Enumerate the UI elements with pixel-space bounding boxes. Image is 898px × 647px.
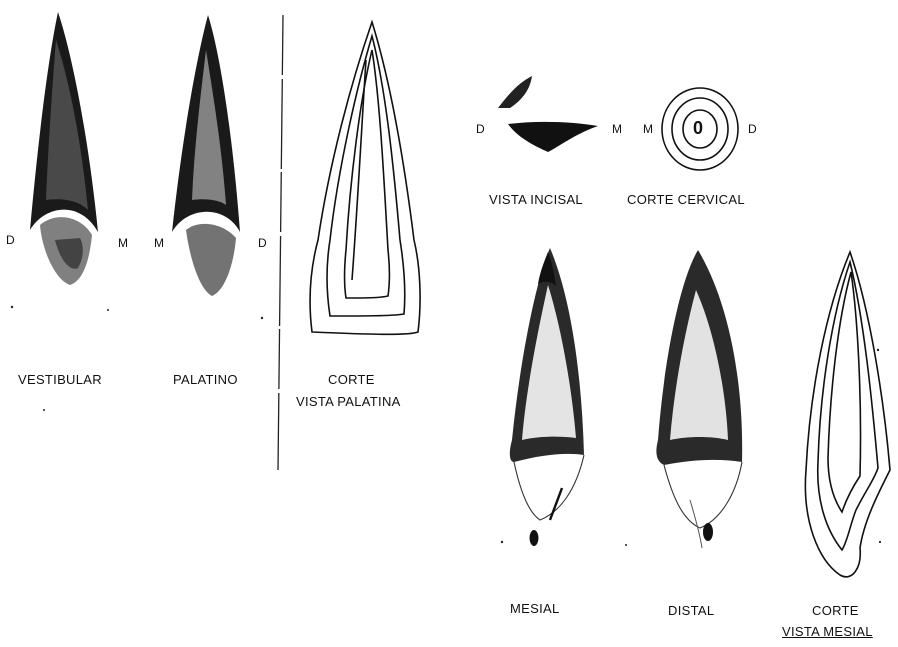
vestibular-mesial-marker: M	[118, 236, 128, 250]
distal-tooth	[656, 250, 742, 548]
corte-mesial-outline	[805, 252, 890, 577]
caption-vestibular: VESTIBULAR	[18, 372, 102, 387]
palatino-tooth	[172, 15, 240, 296]
scan-specks	[11, 306, 881, 546]
caption-corte-mesial-2: VISTA MESIAL	[782, 624, 873, 639]
vestibular-distal-marker: D	[6, 233, 15, 247]
vestibular-tooth	[30, 12, 98, 285]
incisal-mesial-marker: M	[612, 122, 622, 136]
caption-corte-palatina-2: VISTA PALATINA	[296, 394, 401, 409]
caption-mesial: MESIAL	[510, 601, 559, 616]
incisal-distal-marker: D	[476, 122, 485, 136]
palatino-mesial-marker: M	[154, 236, 164, 250]
caption-vista-incisal: VISTA INCISAL	[489, 192, 583, 207]
cervical-mesial-marker: M	[643, 122, 653, 136]
caption-distal: DISTAL	[668, 603, 714, 618]
caption-corte-cervical: CORTE CERVICAL	[627, 192, 745, 207]
caption-palatino: PALATINO	[173, 372, 238, 387]
incisal-view	[498, 76, 598, 152]
mesial-tooth	[510, 248, 584, 546]
cervical-distal-marker: D	[748, 122, 757, 136]
caption-corte-palatina-1: CORTE	[328, 372, 375, 387]
palatino-distal-marker: D	[258, 236, 267, 250]
caption-corte-mesial-1: CORTE	[812, 603, 859, 618]
section-divider	[278, 15, 283, 470]
corte-palatina-outline	[310, 22, 420, 334]
cervical-center-marker: 0	[693, 118, 703, 139]
